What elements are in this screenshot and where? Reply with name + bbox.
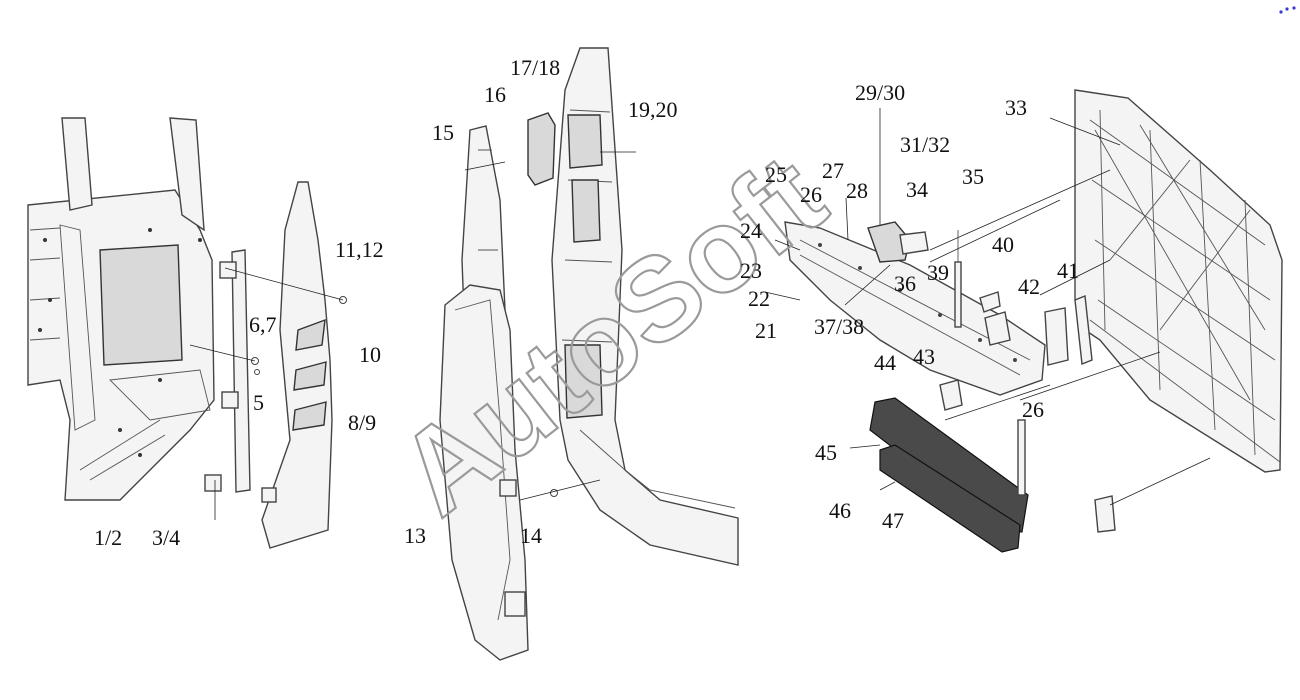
callout-44: 44 — [874, 350, 896, 375]
callout-37-38: 37/38 — [814, 314, 864, 339]
callout-29-30: 29/30 — [855, 80, 905, 105]
corner-logo-icon — [1279, 6, 1296, 14]
fasteners-middle-group — [464, 151, 636, 501]
callout-labels: 1/2 3/4 5 6,7 8/9 10 11,12 13 14 15 16 1… — [94, 55, 1079, 550]
leader-lines-right — [764, 108, 1211, 506]
callout-11-12: 11,12 — [335, 237, 384, 262]
callout-31-32: 31/32 — [900, 132, 950, 157]
callout-46: 46 — [829, 498, 851, 523]
callout-26-upper: 26 — [800, 182, 822, 207]
callout-41: 41 — [1057, 258, 1079, 283]
callout-47: 47 — [882, 508, 904, 533]
fasteners-left-group — [189, 267, 347, 520]
callout-24: 24 — [740, 218, 762, 243]
callout-21: 21 — [755, 318, 777, 343]
callout-35: 35 — [962, 164, 984, 189]
callout-16: 16 — [484, 82, 506, 107]
callout-34: 34 — [906, 177, 928, 202]
callout-22: 22 — [748, 286, 770, 311]
cab-side-frame — [27, 117, 215, 501]
gas-strut-assembly — [954, 230, 1026, 496]
side-cover-panel — [261, 181, 333, 549]
callout-10: 10 — [359, 342, 381, 367]
grille-lower-mesh — [879, 444, 1021, 553]
callout-14: 14 — [520, 523, 542, 548]
callout-27: 27 — [822, 158, 844, 183]
callout-17-18: 17/18 — [510, 55, 560, 80]
callout-15: 15 — [432, 120, 454, 145]
callout-8-9: 8/9 — [348, 410, 376, 435]
side-reinforcement-bracket — [204, 249, 251, 493]
callout-3-4: 3/4 — [152, 525, 180, 550]
a-pillar-frame — [551, 47, 739, 566]
callout-45: 45 — [815, 440, 837, 465]
hood-panel — [1074, 89, 1283, 473]
a-pillar-lower-trim — [439, 284, 529, 661]
grille-upper-mesh — [869, 397, 1029, 533]
callout-13: 13 — [404, 523, 426, 548]
callout-1-2: 1/2 — [94, 525, 122, 550]
callout-28: 28 — [846, 178, 868, 203]
callout-43: 43 — [913, 344, 935, 369]
callout-5: 5 — [253, 390, 264, 415]
callout-33: 33 — [1005, 95, 1027, 120]
callout-39: 39 — [927, 260, 949, 285]
hood-hinge-bracket — [867, 221, 929, 263]
mirror-cover-part — [527, 112, 556, 186]
callout-40: 40 — [992, 232, 1014, 257]
callout-36: 36 — [894, 271, 916, 296]
callout-25: 25 — [765, 162, 787, 187]
callout-6-7: 6,7 — [249, 312, 277, 337]
callout-42: 42 — [1018, 274, 1040, 299]
callout-26-lower: 26 — [1022, 397, 1044, 422]
callout-19-20: 19,20 — [628, 97, 678, 122]
callout-23: 23 — [740, 258, 762, 283]
